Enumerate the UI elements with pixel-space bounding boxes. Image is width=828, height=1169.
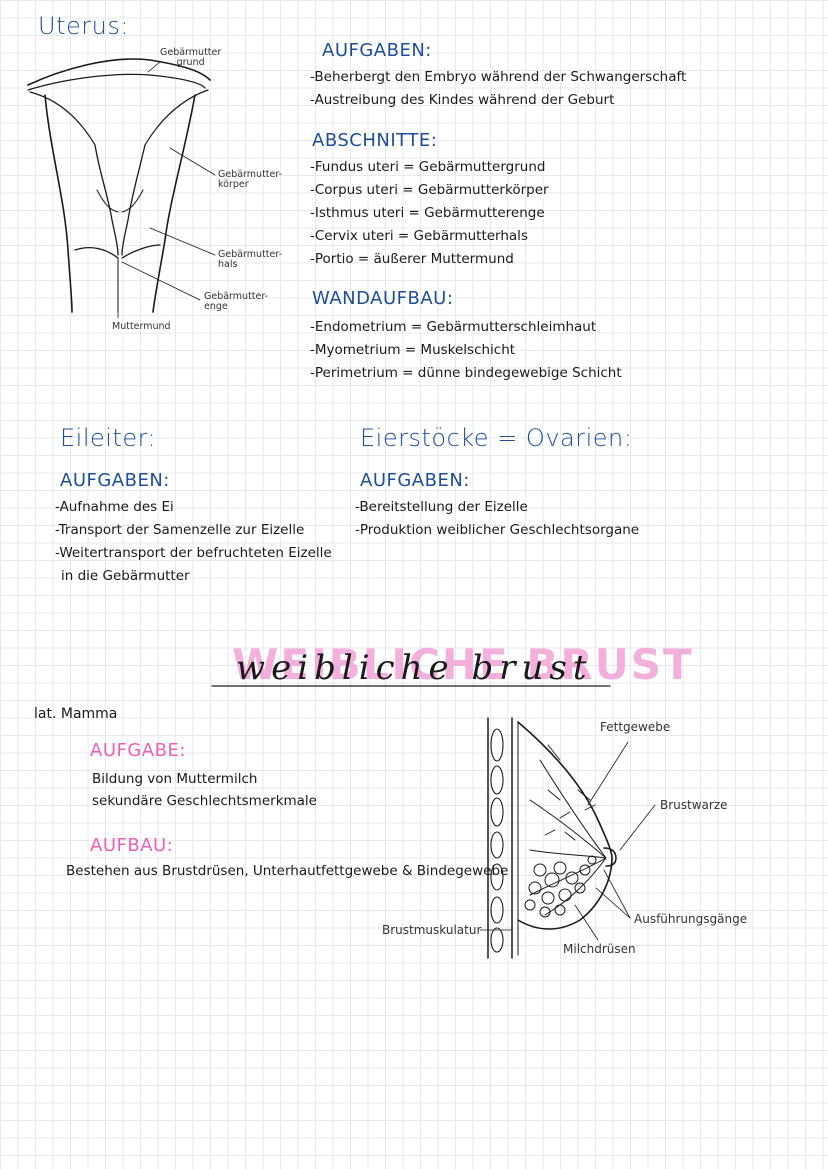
list-item: -Aufnahme des Ei xyxy=(55,499,174,515)
list-item: -Produktion weiblicher Geschlechtsorgane xyxy=(355,522,640,538)
eileiter-aufgaben-list: -Aufnahme des Ei -Transport der Samenzel… xyxy=(55,496,332,588)
brust-aufgabe-list: Bildung von Muttermilch sekundäre Geschl… xyxy=(92,768,317,812)
list-item: -Myometrium = Muskelschicht xyxy=(310,342,516,358)
eileiter-title: Eileiter: xyxy=(60,424,157,452)
uterus-diagram xyxy=(27,58,216,319)
list-item: sekundäre Geschlechtsmerkmale xyxy=(92,793,317,809)
eierstoecke-aufgaben-list: -Bereitstellung der Eizelle -Produktion … xyxy=(355,496,639,542)
list-item: -Cervix uteri = Gebärmutterhals xyxy=(310,228,528,244)
eierstoecke-aufgaben-heading: AUFGABEN: xyxy=(360,470,470,491)
label-gebaermuttergrund: Gebärmutter grund xyxy=(160,47,222,68)
label-gebaermutterhals: Gebärmutter- hals xyxy=(218,249,283,270)
list-item: -Isthmus uteri = Gebärmutterenge xyxy=(310,205,545,221)
uterus-wandaufbau-list: -Endometrium = Gebärmutterschleimhaut -M… xyxy=(310,316,622,385)
uterus-aufgaben-heading: AUFGABEN: xyxy=(322,40,432,61)
label-brustwarze: Brustwarze xyxy=(660,798,728,812)
brust-script-title: weibliche brust xyxy=(236,648,593,688)
list-item: -Beherbergt den Embryo während der Schwa… xyxy=(310,69,687,85)
list-item: -Fundus uteri = Gebärmuttergrund xyxy=(310,159,546,175)
label-milchdruesen: Milchdrüsen xyxy=(563,942,636,956)
uterus-abschnitte-list: -Fundus uteri = Gebärmuttergrund -Corpus… xyxy=(310,156,549,271)
uterus-title: Uterus: xyxy=(38,12,129,40)
label-fettgewebe: Fettgewebe xyxy=(600,720,671,734)
list-item: Bildung von Muttermilch xyxy=(92,771,258,787)
list-item: -Bereitstellung der Eizelle xyxy=(355,499,528,515)
uterus-abschnitte-heading: ABSCHNITTE: xyxy=(312,130,438,151)
milk-gland-lobules xyxy=(524,855,597,918)
label-gebaermutterenge: Gebärmutter- enge xyxy=(204,291,269,312)
list-item: -Weitertransport der befruchteten Eizell… xyxy=(55,545,332,561)
label-brustmuskulatur: Brustmuskulatur xyxy=(382,923,482,937)
label-ausfuehrungsgaenge: Ausführungsgänge xyxy=(634,912,748,926)
list-item: in die Gebärmutter xyxy=(61,568,190,584)
list-item: -Endometrium = Gebärmutterschleimhaut xyxy=(310,319,597,335)
brust-aufbau-text: Bestehen aus Brustdrüsen, Unterhautfettg… xyxy=(66,863,509,879)
uterus-aufgaben-list: -Beherbergt den Embryo während der Schwa… xyxy=(310,66,686,112)
label-muttermund: Muttermund xyxy=(112,321,171,332)
brust-lat: lat. Mamma xyxy=(34,706,118,722)
brust-aufgabe-heading: AUFGABE: xyxy=(90,740,186,761)
brust-banner: WEIBLICHE BRUST xyxy=(232,640,694,689)
list-item: -Transport der Samenzelle zur Eizelle xyxy=(55,522,305,538)
brust-aufbau-heading: AUFBAU: xyxy=(90,835,174,856)
list-item: -Perimetrium = dünne bindegewebige Schic… xyxy=(310,365,622,381)
label-gebaermutterkoerper: Gebärmutter- körper xyxy=(218,169,283,190)
eileiter-aufgaben-heading: AUFGABEN: xyxy=(60,470,170,491)
list-item: -Austreibung des Kindes während der Gebu… xyxy=(310,92,615,108)
uterus-wandaufbau-heading: WANDAUFBAU: xyxy=(312,288,454,309)
list-item: -Portio = äußerer Muttermund xyxy=(310,251,514,267)
eierstoecke-title: Eierstöcke = Ovarien: xyxy=(360,424,633,452)
list-item: -Corpus uteri = Gebärmutterkörper xyxy=(310,182,549,198)
script-underline xyxy=(211,685,611,687)
